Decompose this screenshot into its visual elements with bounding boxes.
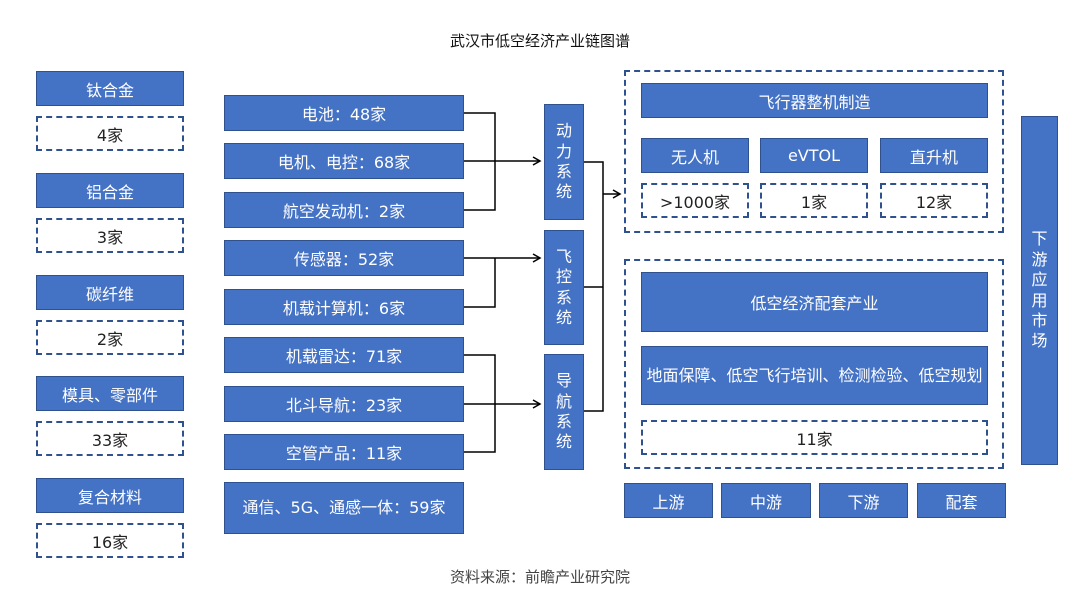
connector-computer xyxy=(464,258,496,308)
component-box: 电机、电控：68家 xyxy=(224,143,464,179)
supporting-header: 低空经济配套产业 xyxy=(641,272,988,332)
material-count: 4家 xyxy=(36,116,184,151)
component-box: 北斗导航：23家 xyxy=(224,386,464,422)
material-label: 铝合金 xyxy=(36,173,184,208)
supporting-group xyxy=(624,259,1004,469)
aircraft-count: 1家 xyxy=(760,183,868,218)
source-note: 资料来源：前瞻产业研究院 xyxy=(449,568,630,586)
system-box-power: 动 力 系 统 xyxy=(544,104,584,220)
system-char: 统 xyxy=(555,182,572,202)
downstream-char: 用 xyxy=(1031,290,1048,310)
aircraft-count: >1000家 xyxy=(641,183,749,218)
legend-item-midstream: 中游 xyxy=(721,483,811,518)
system-char: 动 xyxy=(555,121,572,141)
legend-item-upstream: 上游 xyxy=(624,483,713,518)
system-box-navigation: 导 航 系 统 xyxy=(544,354,584,470)
component-box: 传感器：52家 xyxy=(224,240,464,276)
diagram-title: 武汉市低空经济产业链图谱 xyxy=(449,32,630,50)
system-char: 导 xyxy=(555,371,572,391)
downstream-market: 下 游 应 用 市 场 xyxy=(1021,116,1058,465)
connector-radar xyxy=(464,354,496,453)
system-char: 力 xyxy=(555,141,572,161)
material-label: 钛合金 xyxy=(36,71,184,106)
aircraft-manufacturing-header: 飞行器整机制造 xyxy=(641,83,988,118)
aircraft-count: 12家 xyxy=(880,183,988,218)
material-label: 复合材料 xyxy=(36,478,184,513)
system-box-flight-control: 飞 控 系 统 xyxy=(544,230,584,345)
downstream-char: 市 xyxy=(1031,310,1048,330)
downstream-char: 应 xyxy=(1031,270,1048,290)
material-count: 2家 xyxy=(36,320,184,355)
connector-systems-bus xyxy=(584,161,604,412)
connector-battery xyxy=(464,112,496,211)
material-label: 碳纤维 xyxy=(36,275,184,310)
supporting-count: 11家 xyxy=(641,420,988,455)
aircraft-type: 无人机 xyxy=(641,138,749,173)
material-label: 模具、零部件 xyxy=(36,376,184,411)
midstream-group xyxy=(624,70,1004,233)
legend-item-supporting: 配套 xyxy=(917,483,1006,518)
component-box: 机载雷达：71家 xyxy=(224,337,464,373)
component-box: 电池：48家 xyxy=(224,95,464,131)
material-count: 3家 xyxy=(36,218,184,253)
system-char: 系 xyxy=(555,287,572,307)
downstream-char: 场 xyxy=(1031,331,1048,351)
aircraft-type: 直升机 xyxy=(880,138,988,173)
system-char: 统 xyxy=(555,432,572,452)
component-box: 机载计算机：6家 xyxy=(224,289,464,325)
supporting-description: 地面保障、低空飞行培训、检测检验、低空规划 xyxy=(641,346,988,405)
system-char: 系 xyxy=(555,162,572,181)
downstream-char: 游 xyxy=(1031,249,1048,269)
component-box: 通信、5G、通感一体：59家 xyxy=(224,482,464,534)
component-box: 航空发动机：2家 xyxy=(224,192,464,228)
system-char: 航 xyxy=(555,391,572,411)
system-char: 控 xyxy=(555,267,572,287)
system-char: 系 xyxy=(555,412,572,431)
aircraft-type: eVTOL xyxy=(760,138,868,173)
material-count: 16家 xyxy=(36,523,184,558)
downstream-char: 下 xyxy=(1031,229,1048,249)
material-count: 33家 xyxy=(36,421,184,456)
component-box: 空管产品：11家 xyxy=(224,434,464,470)
legend-item-downstream: 下游 xyxy=(819,483,908,518)
system-char: 统 xyxy=(555,307,572,327)
system-char: 飞 xyxy=(555,246,572,266)
